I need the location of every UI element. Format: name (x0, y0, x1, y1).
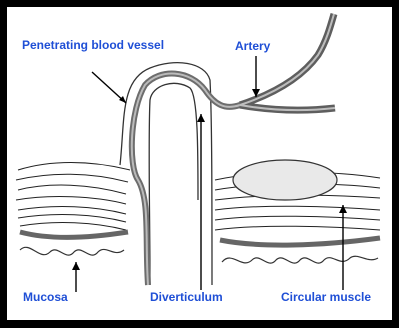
lymphoid-cluster (233, 160, 337, 200)
left-muscle-layer (16, 163, 130, 231)
diverticulum-label: Diverticulum (150, 290, 223, 304)
circular-muscle-label: Circular muscle (281, 290, 371, 304)
left-mucosa-folds (20, 247, 124, 255)
artery-label: Artery (235, 39, 270, 53)
right-submucosal-vessel (220, 238, 380, 245)
mucosa-label: Mucosa (23, 290, 68, 304)
left-submucosal-vessel (20, 232, 128, 237)
artery-vessel (240, 14, 335, 110)
penetrating-blood-vessel-label: Penetrating blood vessel (22, 38, 142, 52)
right-mucosa-folds (222, 256, 378, 263)
